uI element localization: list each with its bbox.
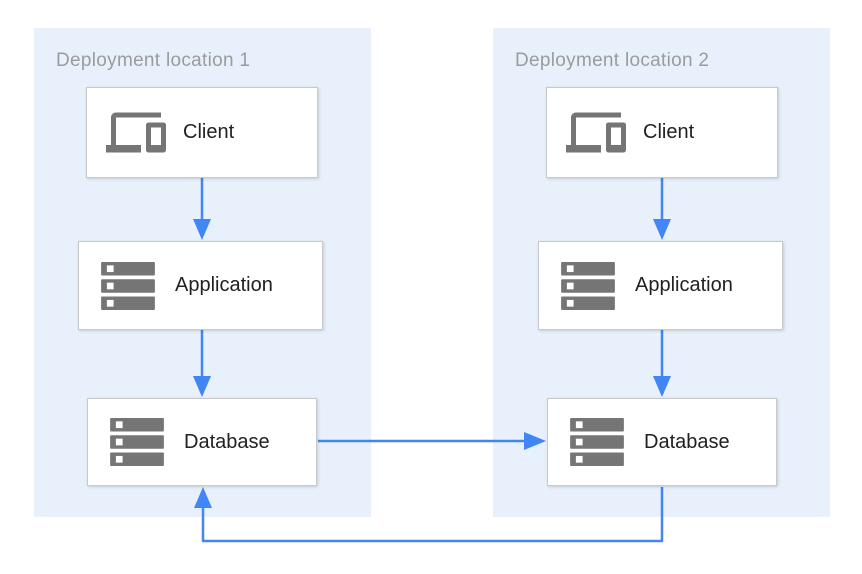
node-label-client-1: Client [183,121,235,143]
server-stack-icon [106,418,168,466]
node-label-application-2: Application [635,274,733,296]
node-client-2: Client [546,87,778,178]
devices-icon [105,111,167,154]
arrow-database-1-to-database-2 [318,432,546,450]
arrow-application-to-database-1 [193,330,211,397]
devices-icon [565,111,627,154]
arrow-client-to-application-1 [193,178,211,240]
server-stack-icon [557,261,619,310]
node-application-2: Application [538,241,783,330]
region-title-1: Deployment location 1 [56,50,251,71]
node-client-1: Client [86,87,318,178]
server-stack-icon [566,418,628,466]
node-label-database-2: Database [644,430,730,453]
node-database-2: Database [547,398,777,486]
arrow-client-to-application-2 [653,178,671,240]
node-label-database-1: Database [184,430,270,453]
server-stack-icon [97,261,159,310]
arrow-database-2-to-database-1 [194,487,664,543]
region-title-2: Deployment location 2 [515,50,710,71]
node-application-1: Application [78,241,323,330]
node-label-application-1: Application [175,274,273,296]
arrow-application-to-database-2 [653,330,671,397]
node-database-1: Database [87,398,317,486]
node-label-client-2: Client [643,121,695,143]
